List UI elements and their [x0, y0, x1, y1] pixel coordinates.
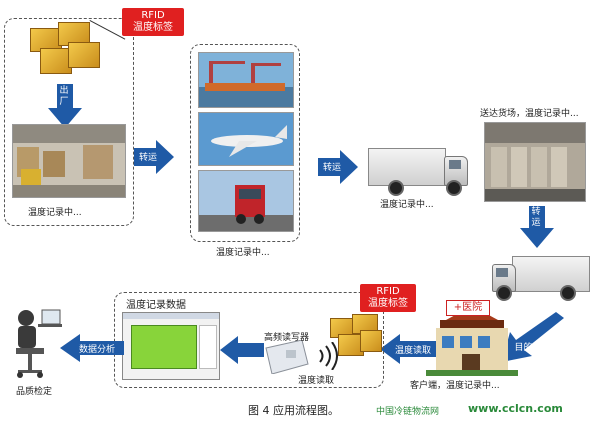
data-window-titlebar — [123, 313, 219, 319]
transfer-arrow-2-label: 转运 — [322, 163, 341, 173]
hf-reader-label: 高频读写器 — [264, 333, 310, 343]
temp-read-label: 温度读取 — [298, 376, 335, 386]
temp-read-arrow — [380, 334, 436, 364]
port-photo — [198, 52, 294, 108]
out-arrow-label: 出厂 — [59, 86, 69, 107]
temp-read-arrow-label: 温度读取 — [394, 346, 431, 356]
warehouse-recording-label: 温度记录中... — [28, 208, 82, 218]
transfer-arrow-3-label: 转运 — [531, 207, 541, 228]
data-title: 温度记录数据 — [126, 300, 186, 311]
hospital-building — [426, 306, 518, 376]
truck-photo — [198, 170, 294, 232]
transfer-arrow-2 — [318, 150, 358, 184]
transfer-arrow-3 — [520, 206, 554, 248]
out-arrow — [48, 84, 82, 128]
transfer-arrow-1 — [134, 140, 174, 174]
destination-arrow — [502, 312, 564, 362]
data-side-panel — [199, 325, 217, 369]
figure-caption: 图 4 应用流程图。 — [248, 404, 339, 417]
warehouse-group-frame — [4, 18, 134, 226]
truck-recording-label: 温度记录中... — [380, 200, 434, 210]
airplane-photo — [198, 112, 294, 166]
hospital-sign: +医院 — [446, 300, 490, 316]
hf-reader-device — [265, 340, 309, 374]
data-window — [122, 312, 220, 380]
reader-group-frame — [114, 292, 384, 388]
transport-group-frame — [190, 44, 300, 242]
client-recording-label: 客户端，温度记录中... — [410, 381, 500, 391]
cargo-yard-title: 送达货场，温度记录中... — [480, 109, 579, 119]
data-chart-area — [131, 325, 197, 369]
destination-arrow-label: 目的地 — [514, 343, 542, 353]
quality-inspector-figure — [16, 309, 62, 378]
transfer-arrow-1-label: 转运 — [138, 153, 157, 163]
reader-to-data-arrow — [220, 336, 264, 364]
data-analysis-arrow-label: 数据分析 — [78, 345, 115, 355]
watermark-url: www.cclcn.com — [468, 402, 563, 415]
data-analysis-arrow — [60, 334, 124, 362]
radio-wave-icon — [319, 342, 338, 370]
watermark-site: 中国冷链物流网 — [376, 407, 440, 417]
warehouse-photo — [12, 124, 126, 198]
rfid-tag-bottom: RFID 温度标签 — [360, 284, 416, 312]
transfer-recording-label: 温度记录中... — [216, 248, 270, 258]
cargo-yard-photo — [484, 122, 586, 202]
rfid-tag-top: RFID 温度标签 — [122, 8, 184, 36]
quality-label: 品质检定 — [16, 387, 53, 397]
